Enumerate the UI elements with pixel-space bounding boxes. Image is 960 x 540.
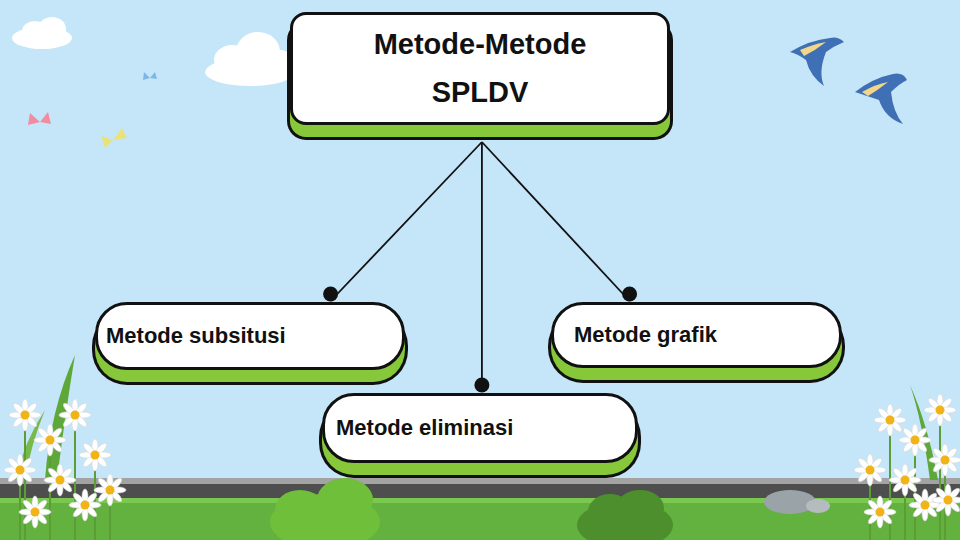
connector: [482, 142, 637, 302]
leaf: [15, 355, 938, 480]
cloud: [205, 32, 295, 86]
connector-line: [482, 142, 630, 301]
road: [0, 484, 960, 498]
method-box: Metode subsitusi: [95, 302, 405, 370]
method-box: Metode grafik: [551, 302, 842, 368]
butterfly: [101, 128, 127, 148]
root-label: Metode-Metode SPLDV: [345, 21, 615, 117]
butterfly: [28, 112, 51, 125]
bush: [270, 478, 380, 540]
connector-dot: [323, 287, 338, 302]
method-label: Metode eliminasi: [336, 415, 513, 441]
rock: [764, 490, 830, 514]
bush: [577, 490, 673, 540]
method-label: Metode subsitusi: [106, 323, 286, 349]
road-edge: [0, 478, 960, 484]
connector-line: [481, 142, 483, 392]
bird: [790, 38, 844, 87]
connector-dot: [622, 287, 637, 302]
cloud: [12, 17, 72, 49]
root-box: Metode-Metode SPLDV: [290, 12, 670, 125]
method-box: Metode eliminasi: [322, 393, 638, 463]
method-label: Metode grafik: [574, 322, 717, 348]
daisies: [4, 394, 960, 528]
butterfly: [143, 72, 157, 80]
bird: [855, 74, 907, 124]
grass: [0, 498, 960, 540]
connector-dot: [474, 378, 489, 393]
sky: [0, 0, 960, 480]
flower-stems: [20, 410, 945, 540]
connector-line: [331, 142, 482, 301]
connector: [323, 142, 482, 302]
connector: [474, 142, 489, 393]
